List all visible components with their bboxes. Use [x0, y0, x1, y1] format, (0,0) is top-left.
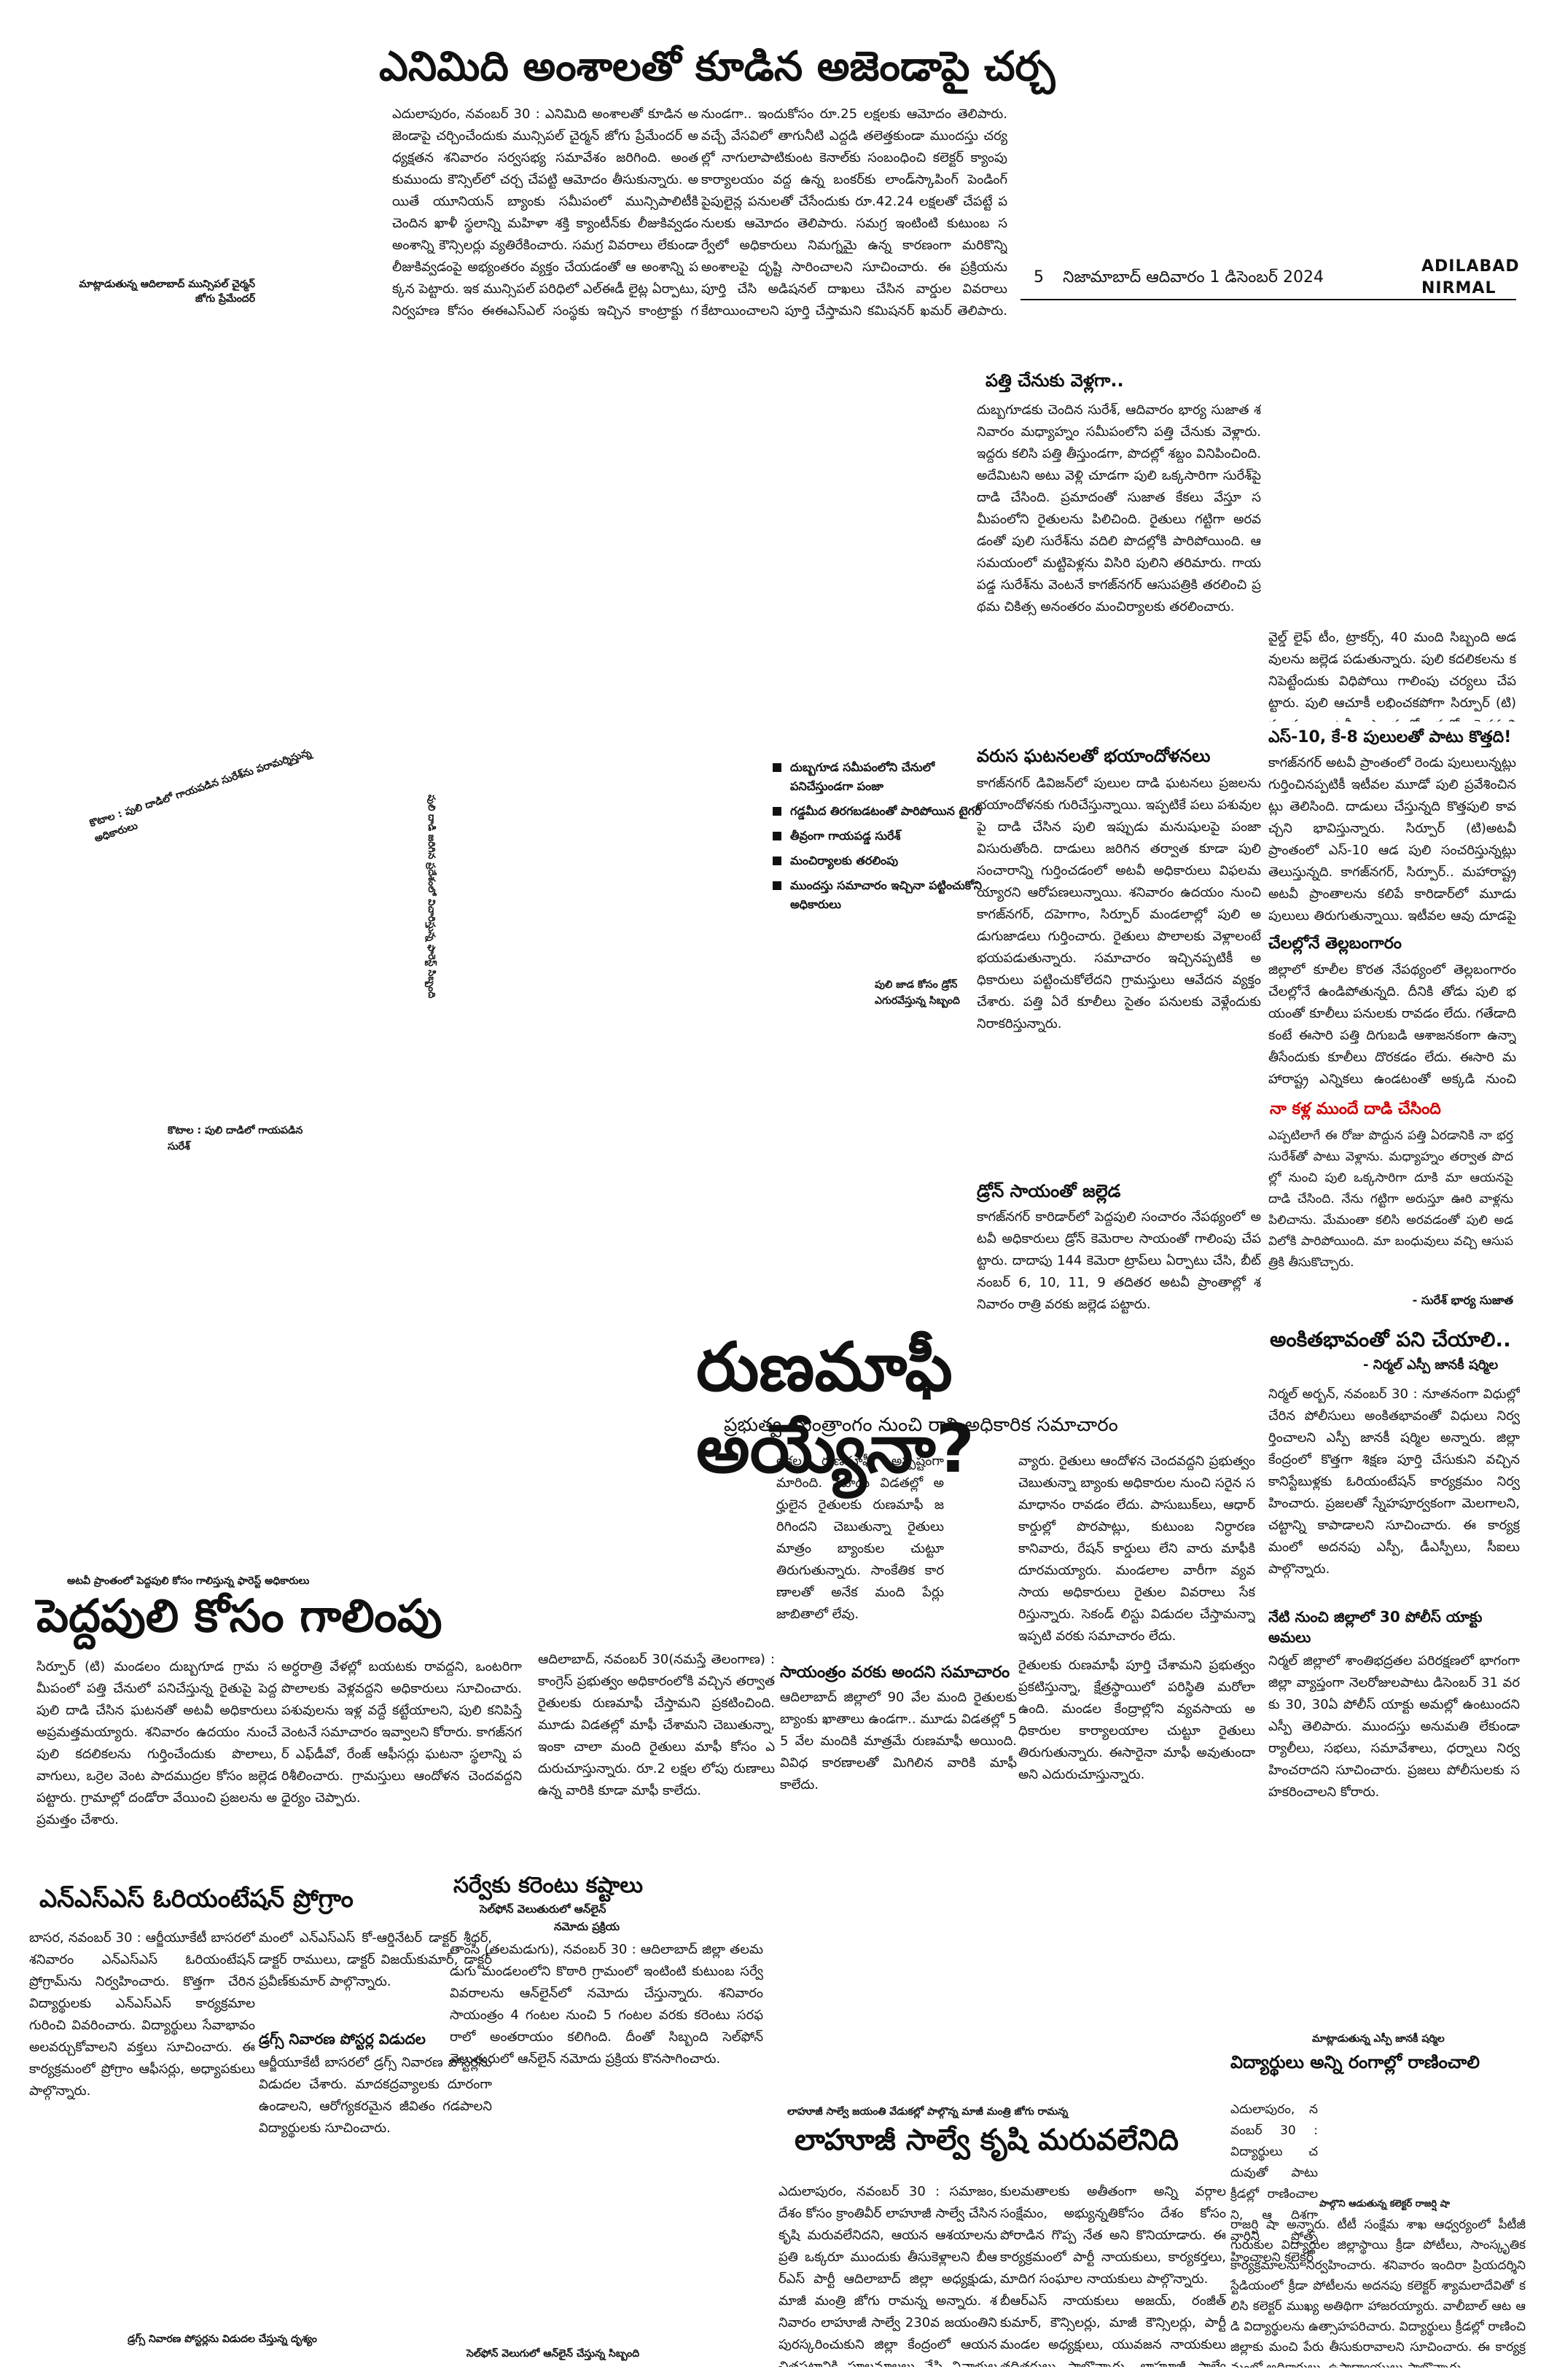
power-body: తాంసి (తలమడుగు), నవంబర్ 30 : ఆదిలాబాద్ జ…	[450, 1942, 763, 2067]
dateline: నిజామాబాద్ ఆదివారం 1 డిసెంబర్ 2024	[1063, 268, 1324, 286]
lahuji-column-3: బీఆర్‌ఎస్ నాయకులు అజయ్, రంజీత్ కుమార్, క…	[1000, 2293, 1226, 2367]
lead-photo-caption: మాట్లాడుతున్న ఆదిలాబాద్ మున్సిపల్ చైర్మన…	[79, 278, 255, 305]
power-photo-caption: సెల్‌ఫోన్ వెలుగులో ఆన్‌లైన్ చేస్తున్న సి…	[467, 2348, 640, 2360]
nss-subhead: డ్రగ్స్ నివారణ పోస్టర్ల విడుదల	[259, 2030, 426, 2048]
students-top-caption: మాట్లాడుతున్న ఎస్పీ జానకీ షర్మిల	[1312, 2033, 1445, 2045]
loan-column-2: లక్షల రుణమాఫీ అస్పష్టంగా మారింది. మూడు వ…	[776, 1454, 944, 1622]
tiger-quote-attribution: - సురేశ్ భార్య సుజాత	[1412, 1293, 1513, 1307]
tiger-side-subhead-1: వరుస ఘటనలతో భయాందోళనలు	[977, 746, 1211, 766]
tiger-drone-photo-label: పులి జాడ కోసం డ్రోన్ ఎగురవేస్తున్న సిబ్బ…	[875, 979, 960, 1007]
tiger-side-column-1: దుబ్బగూడకు చెందిన సురేశ్, ఆదివారం భార్య …	[977, 402, 1261, 614]
tiger-bullet-list: దుబ్బగూడ సమీపంలోని చేనులో పనిచేస్తుండగా …	[773, 758, 984, 920]
tiger-side-subhead-2: డ్రోన్ సాయంతో జల్లెడ	[977, 1181, 1121, 1201]
loan-subhead-2: సాయంత్రం వరకు అందని సమాచారం	[780, 1663, 1010, 1682]
loan-column-1: ఆదిలాబాద్, నవంబర్ 30(నమస్తే తెలంగాణ) : క…	[538, 1652, 775, 1798]
tiger-right-subhead-2: చేలల్లోనే తెల్లబంగారం	[1268, 935, 1402, 953]
lead-column-2: నుండగా.. ఇందుకోసం రూ.25 లక్షలకు ఆమోదం తె…	[701, 106, 1007, 319]
tiger-bullet: దుబ్బగూడ సమీపంలోని చేనులో పనిచేస్తుండగా …	[773, 758, 984, 796]
nss-photo-caption: డ్రగ్స్ నివారణ పోస్టర్లను విడుదల చేస్తున…	[128, 2333, 317, 2345]
nss-headline: ఎన్‌ఎస్‌ఎస్ ఓరియంటేషన్ ప్రోగ్రాం	[39, 1884, 354, 1913]
nss-column-2: మంలో ఎన్‌ఎస్‌ఎస్ కో-ఆర్డినేటర్ డాక్టర్ శ…	[259, 1930, 492, 1989]
lead-headline: ఎనిమిది అంశాలతో కూడిన అజెండాపై చర్చ	[379, 43, 1055, 90]
bullet-square-icon	[773, 832, 781, 840]
tiger-caption-1: కొటాల : పులి దాడిలో గాయపడిన సురేశ్‌ను పర…	[87, 746, 313, 845]
bullet-square-icon	[773, 881, 781, 890]
tiger-kicker: అటవీ ప్రాంతంలో పెద్దపులి కోసం గాలిస్తున్…	[67, 1575, 310, 1587]
edition-label-1: ADILABAD	[1421, 257, 1520, 276]
duty-headline: అంకితభావంతో పని చేయాలి..	[1270, 1327, 1511, 1351]
edition-label-2: NIRMAL	[1421, 279, 1496, 297]
nss-column-3: ఆర్జీయూకేటీ బాసరలో డ్రగ్స్ నివారణ పోస్టర…	[259, 2055, 492, 2136]
tiger-side-column-3: కాగజ్‌నగర్ కారిడార్‌లో పెద్దపులి సంచారం …	[977, 1209, 1261, 1312]
lahuji-column-1: ఎదులాపురం, నవంబర్ 30 : సమాజం, దేశం కోసం …	[778, 2184, 997, 2367]
loan-column-5: రైతులకు రుణమాఫీ పూర్తి చేశామని ప్రభుత్వం…	[1018, 1658, 1255, 1782]
tiger-side-kicker: పత్తి చేనుకు వెళ్లగా..	[986, 370, 1124, 391]
students-headline: విద్యార్థులు అన్ని రంగాల్లో రాణించాలి	[1230, 2052, 1480, 2072]
loan-column-3: వ్యారు. రైతులు ఆందోళన చెందవద్దని ప్రభుత్…	[1018, 1454, 1255, 1644]
students-column-1: ఎదులాపురం, నవంబర్ 30 : విద్యార్థులు చదువ…	[1230, 2102, 1318, 2265]
lahuji-headline: లాహూజీ సాల్వే కృషి మరువలేనిది	[795, 2123, 1179, 2157]
tiger-right-subhead-1: ఎస్-10, కే-8 పులులతో పాటు కొత్తది!	[1268, 728, 1512, 746]
tiger-quote-body: ఎప్పటిలాగే ఈ రోజు పొద్దున పత్తి ఏరడానికి…	[1268, 1128, 1513, 1270]
power-kicker-1: సెల్‌ఫోన్ వెలుతురులో ఆన్‌లైన్	[480, 1903, 606, 1916]
tiger-caption-2: కొటాల : పులి దాడిలో గాయపడిన సురేశ్	[168, 1125, 303, 1152]
power-headline: సర్వేకు కరెంటు కష్టాలు	[453, 1873, 643, 1898]
nss-column-1: బాసర, నవంబర్ 30 : ఆర్జీయూకేటీ బాసరలో శని…	[29, 1930, 255, 2099]
tiger-bullet: గడ్డమీద తిరగబడటంతో పారిపోయిన టైగర్	[773, 802, 984, 821]
duty-byline: - నిర్మల్ ఎస్పీ జానకీ షర్మిల	[1363, 1357, 1499, 1373]
bullet-square-icon	[773, 807, 781, 816]
lahuji-column-2: కులమతాలకు అతీతంగా అన్ని వర్గాల సంక్షేమం,…	[1000, 2184, 1226, 2287]
tiger-quote-kicker: నా కళ్ల ముందే దాడి చేసింది	[1270, 1100, 1441, 1118]
masthead-rule	[1021, 299, 1516, 300]
page-number: 5	[1034, 268, 1044, 286]
tiger-quote-box: నా కళ్ల ముందే దాడి చేసింది ఎప్పటిలాగే ఈ …	[1263, 1098, 1519, 1316]
duty-body: నిర్మల్ అర్బన్, నవంబర్ 30 : నూతనంగా విధు…	[1268, 1386, 1520, 1577]
tiger-right-column-1: వైల్డ్ లైఫ్ టీం, ట్రాకర్స్, 40 మంది సిబ్…	[1268, 630, 1516, 722]
tiger-bullet: తీవ్రంగా గాయపడ్డ సురేశ్	[773, 827, 984, 846]
tiger-headline: పెద్దపులి కోసం గాలింపు	[36, 1589, 442, 1642]
tiger-body-column-1: సిర్పూర్ (టి) మండలం దుబ్బగూడ గ్రామ సమీపం…	[36, 1659, 277, 1827]
tiger-side-column-2: కాగజ్‌నగర్ డివిజన్‌లో పులుల దాడి ఘటనలు ప…	[977, 776, 1261, 1031]
tiger-body-column-2: అర్ధరాత్రి వేళల్లో బయటకు రావద్దని, ఒంటరి…	[281, 1659, 522, 1806]
bullet-square-icon	[773, 763, 781, 772]
loan-headline: రుణమాఫీ అయ్యేనా?	[696, 1328, 975, 1488]
students-column-2: రాజర్షి షా అన్నారు. టీటీ సంక్షేమ శాఖ ఆధ్…	[1230, 2217, 1526, 2368]
duty-subhead: నేటి నుంచి జిల్లాలో 30 పోలీస్ యాక్టు అమల…	[1268, 1608, 1483, 1646]
tiger-right-column-2: కాగజ్‌నగర్ అటవీ ప్రాంతంలో రెండు పులులున్…	[1268, 755, 1516, 924]
tiger-bullet: ముందస్తు సమాచారం ఇచ్చినా పట్టించుకోని అధ…	[773, 876, 984, 914]
loan-subhead: ప్రభుత్వ యంత్రాంగం నుంచి రాని అధికారిక స…	[724, 1414, 1118, 1436]
tiger-bullet: మంచిర్యాలకు తరలింపు	[773, 851, 984, 870]
loan-column-4: ఆదిలాబాద్ జిల్లాలో 90 వేల మంది రైతులకు బ…	[780, 1690, 1017, 1792]
duty-body-2: నిర్మల్ జిల్లాలో శాంతిభద్రతల పరిరక్షణలో …	[1268, 1653, 1520, 1800]
tiger-caption-3: పులి దాడి జరిగిన ప్రదేశంలో విచారిస్తున్న…	[426, 795, 437, 999]
masthead: 5 నిజామాబాద్ ఆదివారం 1 డిసెంబర్ 2024 ADI…	[0, 0, 1557, 343]
tiger-right-column-3: జిల్లాలో కూలీల కొరత నేపథ్యంలో తెల్లబంగార…	[1268, 962, 1516, 1087]
lead-column-1: ఎదులాపురం, నవంబర్ 30 : ఎనిమిది అంశాలతో క…	[392, 106, 698, 319]
bullet-square-icon	[773, 857, 781, 865]
students-photo-caption: పాల్గొని ఆడుతున్న కలెక్టర్ రాజర్షి షా	[1319, 2198, 1451, 2209]
power-kicker-2: నమోదు ప్రక్రియ	[554, 1920, 620, 1933]
lahuji-kicker: లాహూజీ సాల్వే జయంతి వేడుకల్లో పాల్గొన్న …	[787, 2106, 1069, 2118]
